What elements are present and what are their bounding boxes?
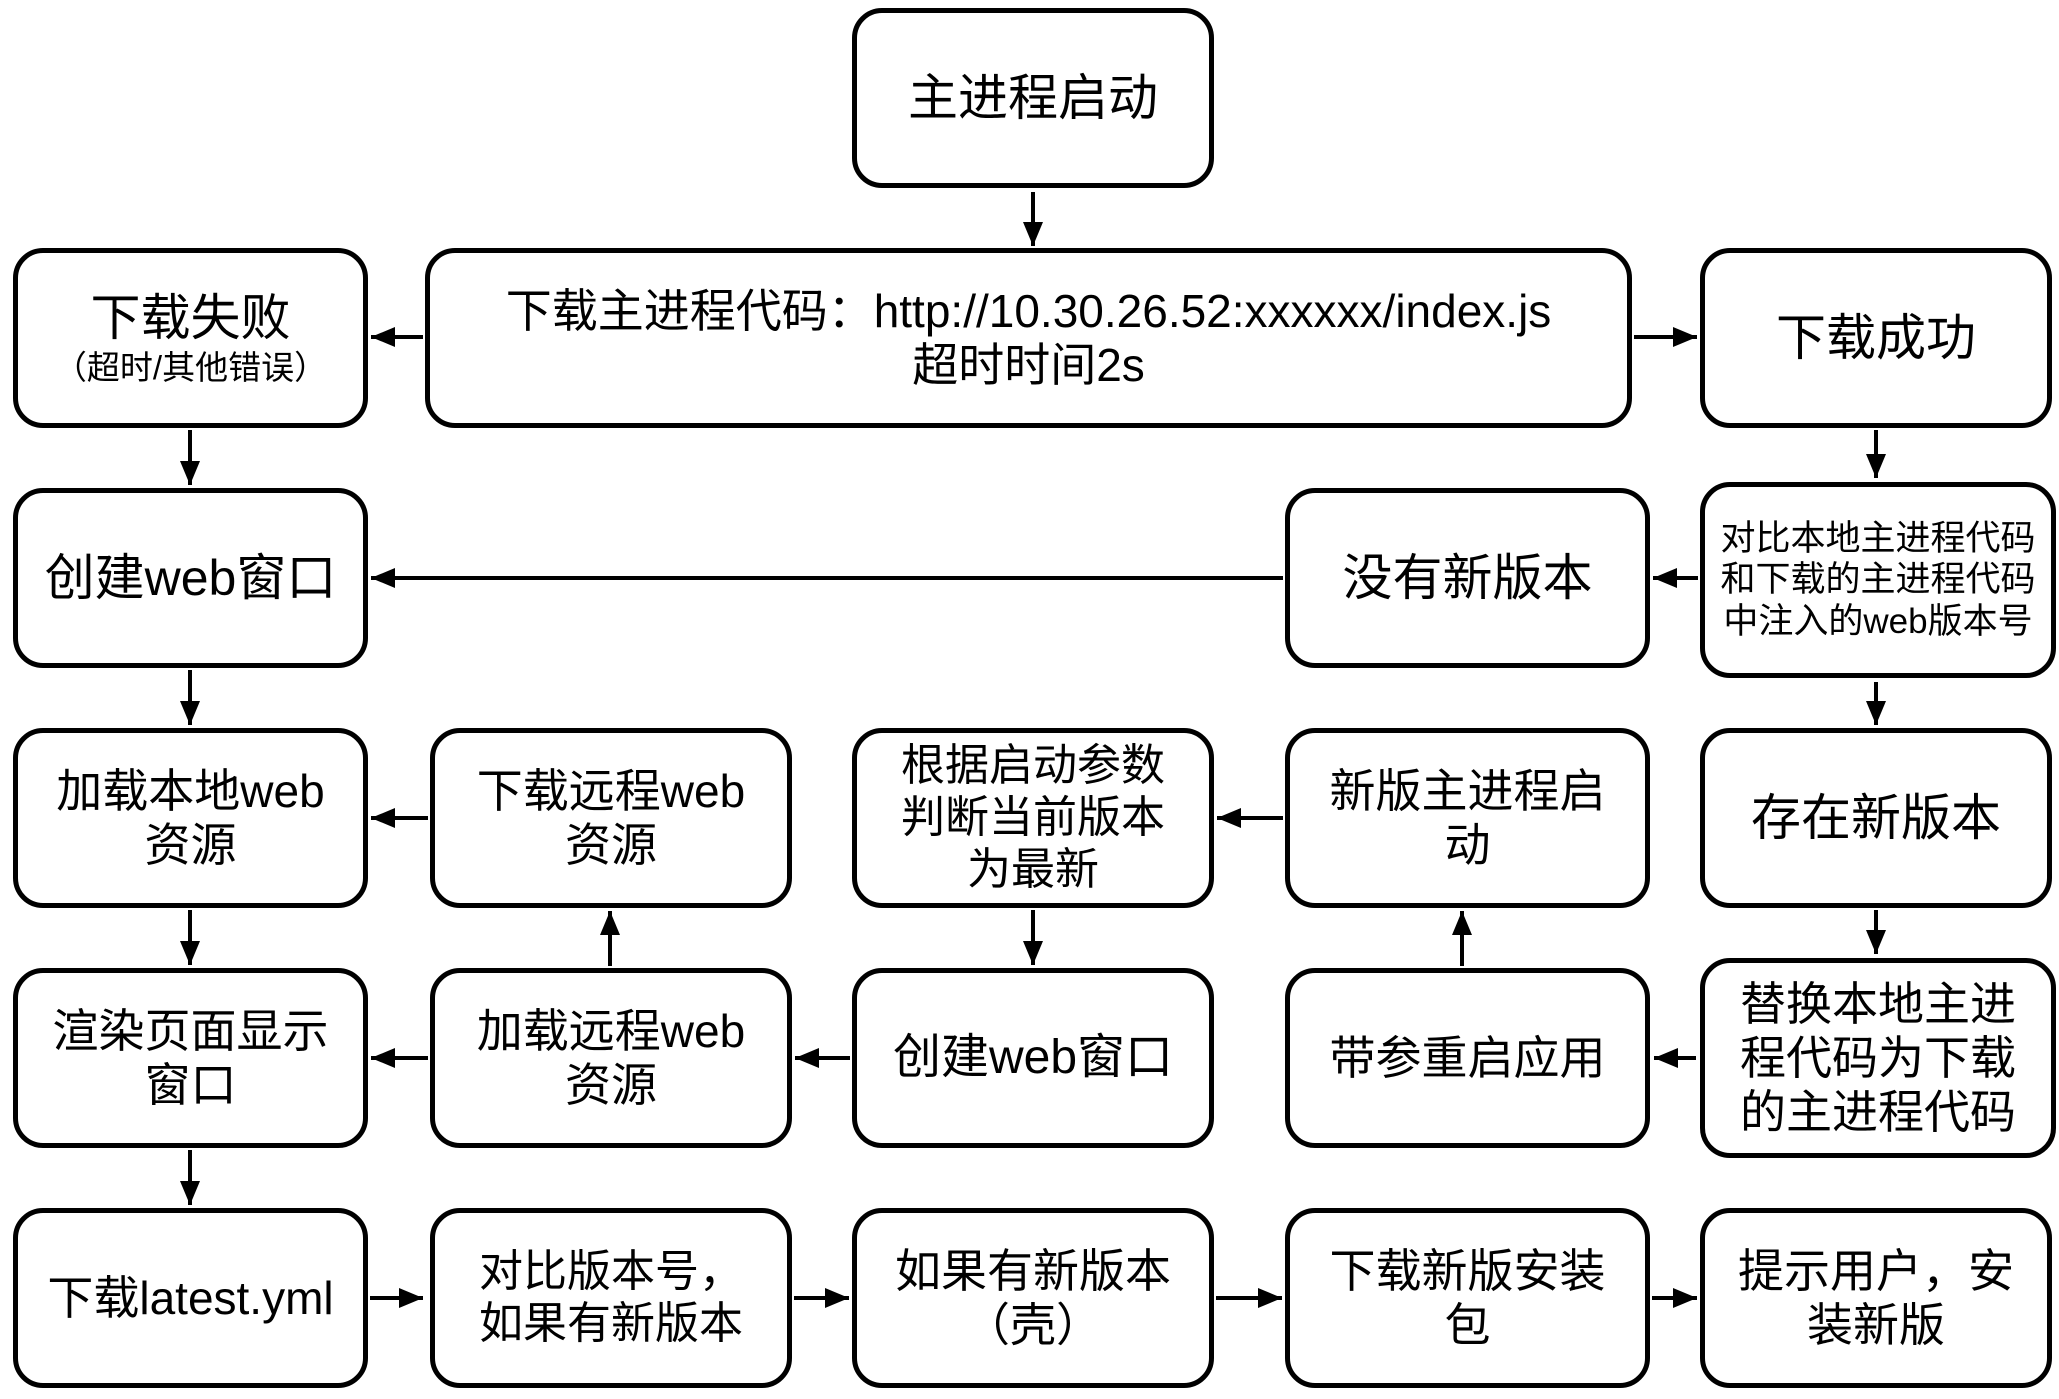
flow-node-download-installer: 下载新版安装 包 <box>1285 1208 1650 1388</box>
flow-node-label: 加载本地web 资源 <box>56 764 325 871</box>
flow-node-label: 下载远程web 资源 <box>476 764 746 871</box>
flow-node-label: 对比本地主进程代码 和下载的主进程代码 中注入的web版本号 <box>1720 519 2036 641</box>
flow-node-load-remote-web: 加载远程web 资源 <box>430 968 792 1148</box>
flow-node-new-main-start: 新版主进程启 动 <box>1285 728 1650 908</box>
flow-node-label: 加载远程web 资源 <box>476 1004 746 1111</box>
flow-node-create-web-window-1: 创建web窗口 <box>13 488 368 668</box>
flow-node-label: 没有新版本 <box>1342 549 1593 606</box>
flow-node-render-page-window: 渲染页面显示 窗口 <box>13 968 368 1148</box>
flow-node-exist-new-version: 存在新版本 <box>1700 728 2052 908</box>
flow-node-download-success: 下载成功 <box>1700 248 2052 428</box>
flow-node-label: 如果有新版本 （壳） <box>895 1244 1171 1351</box>
flow-node-no-new-version: 没有新版本 <box>1285 488 1650 668</box>
flow-node-download-fail: 下载失败（超时/其他错误） <box>13 248 368 428</box>
flow-node-judge-current-latest: 根据启动参数 判断当前版本 为最新 <box>852 728 1214 908</box>
flow-node-label: 创建web窗口 <box>44 549 337 606</box>
flow-node-compare-version-num: 对比版本号， 如果有新版本 <box>430 1208 792 1388</box>
flow-node-label: 下载失败 <box>90 289 291 346</box>
flow-node-download-latest-yml: 下载latest.yml <box>13 1208 368 1388</box>
flow-node-label: 替换本地主进 程代码为下载 的主进程代码 <box>1740 977 2016 1139</box>
flow-node-main-process-start: 主进程启动 <box>852 8 1214 188</box>
flow-node-label: 根据启动参数 判断当前版本 为最新 <box>901 741 1165 894</box>
flow-node-label: 主进程启动 <box>908 69 1158 126</box>
flow-node-label: 提示用户，安 装新版 <box>1738 1244 2014 1351</box>
flow-node-load-local-web: 加载本地web 资源 <box>13 728 368 908</box>
flow-node-download-remote-web: 下载远程web 资源 <box>430 728 792 908</box>
flow-node-label: 下载成功 <box>1776 309 1976 366</box>
flow-node-sublabel: （超时/其他错误） <box>53 348 328 386</box>
flow-node-if-new-version-shell: 如果有新版本 （壳） <box>852 1208 1214 1388</box>
flow-node-restart-with-args: 带参重启应用 <box>1285 968 1650 1148</box>
flow-node-label: 下载latest.yml <box>47 1271 334 1324</box>
flow-node-label: 渲染页面显示 窗口 <box>52 1004 329 1111</box>
flow-node-download-main-code: 下载主进程代码：http://10.30.26.52:xxxxxx/index.… <box>425 248 1632 428</box>
flow-node-label: 创建web窗口 <box>892 1030 1174 1084</box>
flow-node-label: 对比版本号， 如果有新版本 <box>479 1247 743 1348</box>
flow-node-prompt-user-install: 提示用户，安 装新版 <box>1700 1208 2052 1388</box>
flow-node-replace-local-main: 替换本地主进 程代码为下载 的主进程代码 <box>1700 958 2056 1158</box>
flow-node-label: 下载主进程代码：http://10.30.26.52:xxxxxx/index.… <box>505 284 1552 391</box>
flow-node-create-web-window-2: 创建web窗口 <box>852 968 1214 1148</box>
flow-node-compare-web-version: 对比本地主进程代码 和下载的主进程代码 中注入的web版本号 <box>1700 482 2056 678</box>
flow-node-label: 存在新版本 <box>1751 789 2001 846</box>
flow-node-label: 带参重启应用 <box>1329 1031 1606 1084</box>
flow-node-label: 新版主进程启 动 <box>1329 764 1606 871</box>
flow-node-label: 下载新版安装 包 <box>1329 1244 1606 1351</box>
